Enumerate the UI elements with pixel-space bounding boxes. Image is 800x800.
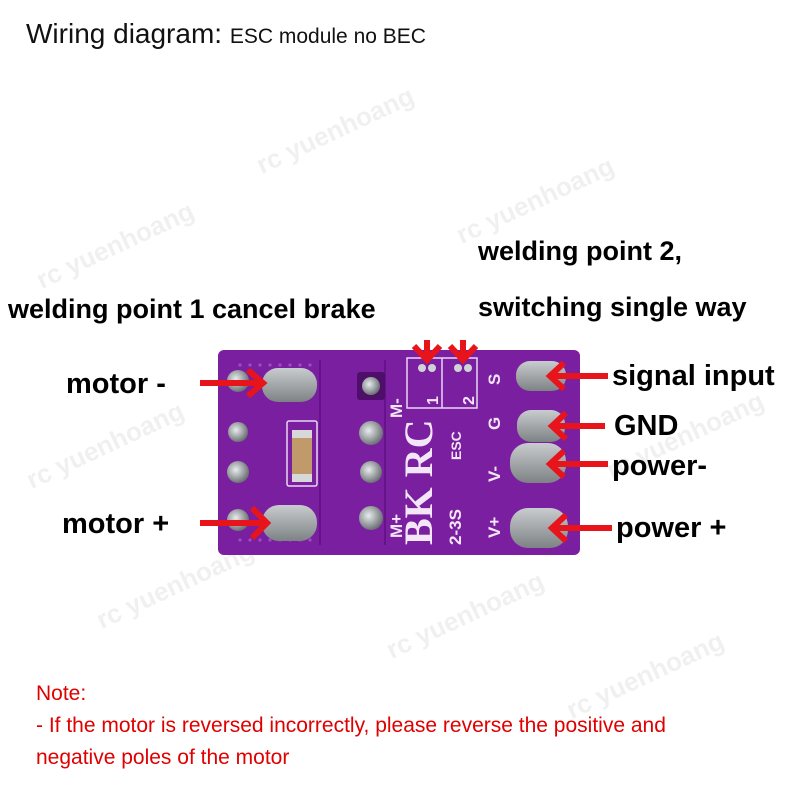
label-welding-point-2-line2: switching single way	[478, 292, 747, 322]
label-motor-minus: motor -	[66, 368, 166, 400]
label-gnd: GND	[614, 410, 679, 442]
label-welding-point-1: welding point 1 cancel brake	[8, 294, 376, 324]
title-sub: ESC module no BEC	[229, 25, 426, 48]
arrow-welding-point-2	[447, 340, 479, 365]
page-title: Wiring diagram: ESC module no BEC	[26, 18, 426, 50]
note-block: Note: - If the motor is reversed incorre…	[36, 678, 666, 774]
label-power-plus: power +	[616, 512, 727, 544]
board-brand: BK RC	[396, 419, 441, 545]
note-heading: Note:	[36, 682, 87, 705]
pad-motor-minus	[262, 368, 317, 402]
silk-spec: 2-3S	[446, 509, 465, 545]
arrow-gnd	[547, 410, 605, 442]
label-welding-point-2-line1: welding point 2,	[478, 236, 682, 266]
silk-m-plus: M+	[387, 514, 406, 538]
capacitor	[292, 430, 312, 482]
pad-gnd	[517, 410, 565, 442]
silk-s: S	[485, 374, 504, 385]
arrow-motor-plus	[200, 505, 272, 541]
note-line-1: - If the motor is reversed incorrectly, …	[36, 714, 666, 737]
silk-esc: ESC	[448, 431, 464, 460]
silk-v-plus: V+	[485, 517, 504, 538]
silk-m-minus: M-	[387, 398, 406, 418]
arrow-power-minus	[545, 448, 608, 480]
note-line-2: negative poles of the motor	[36, 746, 290, 769]
pcb	[218, 350, 580, 555]
arrow-power-plus	[547, 512, 612, 544]
pad-signal	[516, 361, 566, 391]
arrow-welding-point-1	[411, 340, 443, 365]
pad-motor-plus	[262, 505, 317, 541]
arrow-signal-input	[545, 360, 608, 392]
label-power-minus: power-	[612, 450, 708, 482]
silk-g: G	[485, 417, 504, 430]
label-motor-plus: motor +	[62, 508, 170, 540]
arrow-motor-minus	[200, 367, 268, 399]
title-main: Wiring diagram:	[26, 18, 223, 49]
silk-jumper-2: 2	[461, 396, 478, 405]
pad-power-minus	[510, 443, 566, 483]
silk-jumper-1: 1	[425, 396, 442, 405]
pad-power-plus	[510, 508, 568, 548]
silk-v-minus: V-	[485, 466, 504, 482]
label-signal-input: signal input	[612, 360, 775, 392]
